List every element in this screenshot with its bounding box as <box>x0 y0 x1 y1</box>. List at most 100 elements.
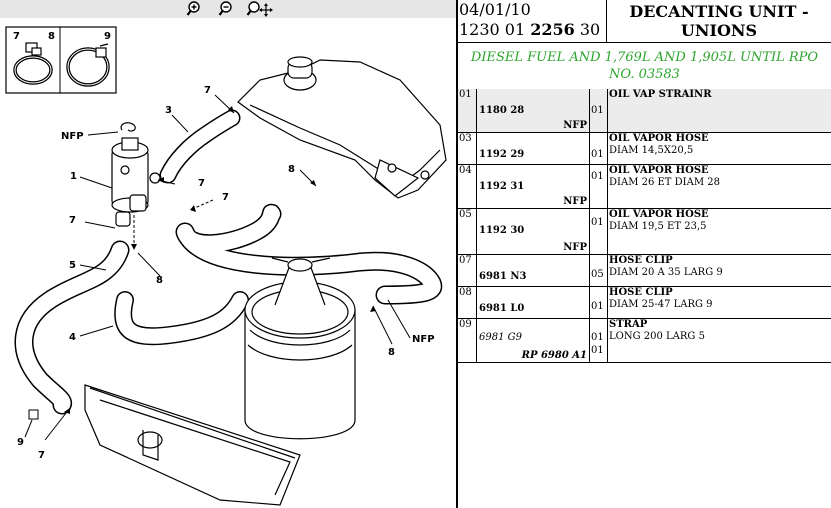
callout-7-decanter: 7 <box>198 178 205 189</box>
zoom-in-button[interactable] <box>186 0 204 18</box>
part-qty-cell: 01 <box>590 209 608 254</box>
zoom-in-icon <box>186 1 200 16</box>
part-index: 01 <box>458 89 477 132</box>
part-qty: 01 <box>591 332 604 343</box>
part-ref-cell: 6981 L0 <box>478 287 590 318</box>
part-reference: 1180 28 <box>479 105 525 116</box>
callout-7-sump: 7 <box>38 450 45 461</box>
part-row-05[interactable]: 05 1192 30 NFP 01 OIL VAPOR HOSE DIAM 19… <box>458 209 831 255</box>
callout-3: 3 <box>165 105 172 116</box>
part-qty: 01 <box>591 105 604 116</box>
zoom-toolbar <box>0 0 456 18</box>
nfp-flag: NFP <box>563 196 587 207</box>
part-ref-cell: 6981 G9 RP 6980 A1 <box>478 319 590 362</box>
part-row-09[interactable]: 09 6981 G9 RP 6980 A1 01 01 STRAP LONG 2… <box>458 319 831 363</box>
part-name: HOSE CLIP <box>609 287 673 298</box>
callout-8-mid: 8 <box>156 275 163 286</box>
zoom-out-icon <box>218 1 232 16</box>
part-ref-cell: 1192 31 NFP <box>478 165 590 208</box>
part-qty: 01 <box>591 301 604 312</box>
callout-nfp-decanter: NFP <box>61 131 84 142</box>
legend-label-9: 9 <box>104 31 111 42</box>
applicability-subtitle: DIESEL FUEL AND 1,769L AND 1,905L UNTIL … <box>458 43 831 90</box>
clip-symbol <box>120 122 136 132</box>
part-spec: DIAM 25-47 LARG 9 <box>609 299 713 310</box>
callout-7-top: 7 <box>204 85 211 96</box>
ref-bold: 2256 <box>530 20 575 39</box>
hose-clip-icon <box>13 42 53 85</box>
part-qty-cell: 05 <box>590 255 608 286</box>
part-ref-cell: 1180 28 NFP <box>478 89 590 132</box>
part-reference: 1192 30 <box>479 225 525 236</box>
callout-nfp-filter: NFP <box>412 334 435 345</box>
ref-suffix: 30 <box>574 20 601 39</box>
part-row-07[interactable]: 07 6981 N3 05 HOSE CLIP DIAM 20 A 35 LAR… <box>458 255 831 287</box>
part-spec: LONG 200 LARG 5 <box>609 331 705 342</box>
part-name: OIL VAPOR HOSE <box>609 165 709 176</box>
part-desc-cell: OIL VAPOR HOSE DIAM 19,5 ET 23,5 <box>609 209 831 254</box>
part-desc-cell: OIL VAPOR HOSE DIAM 26 ET DIAM 28 <box>609 165 831 208</box>
part-qty-cell: 01 <box>590 165 608 208</box>
replacement-qty: 01 <box>591 345 604 356</box>
nfp-flag: NFP <box>563 120 587 131</box>
legend-label-7: 7 <box>13 31 20 42</box>
callout-5: 5 <box>69 260 76 271</box>
parts-list-panel: 04/01/10 1230 01 2256 30 DECANTING UNIT … <box>458 0 831 508</box>
oil-sump <box>84 384 301 506</box>
callout-8-top: 8 <box>288 164 295 175</box>
part-name: OIL VAPOR HOSE <box>609 133 709 144</box>
callout-7-hose: 7 <box>222 192 229 203</box>
exploded-parts-diagram: 7 8 9 <box>5 26 447 506</box>
part-index: 09 <box>458 319 477 362</box>
clip-legend-box: 7 8 9 <box>5 26 117 94</box>
part-desc-cell: STRAP LONG 200 LARG 5 <box>609 319 831 362</box>
zoom-pan-button[interactable] <box>246 0 274 18</box>
strap-icon <box>66 43 110 87</box>
part-spec: DIAM 19,5 ET 23,5 <box>609 221 707 232</box>
part-desc-cell: OIL VAPOR HOSE DIAM 14,5X20,5 <box>609 133 831 164</box>
panel-divider <box>456 0 458 508</box>
part-index: 05 <box>458 209 477 254</box>
part-index: 03 <box>458 133 477 164</box>
part-row-01[interactable]: 01 1180 28 NFP 01 OIL VAP STRAINR <box>458 89 831 133</box>
part-row-04[interactable]: 04 1192 31 NFP 01 OIL VAPOR HOSE DIAM 26… <box>458 165 831 209</box>
parts-header: 04/01/10 1230 01 2256 30 DECANTING UNIT … <box>458 0 831 43</box>
part-reference: 1192 29 <box>479 149 525 160</box>
callout-8-right: 8 <box>388 347 395 358</box>
part-reference: 6981 N3 <box>479 271 527 282</box>
part-index: 04 <box>458 165 477 208</box>
part-qty: 01 <box>591 217 604 228</box>
part-name: OIL VAPOR HOSE <box>609 209 709 220</box>
part-spec: DIAM 26 ET DIAM 28 <box>609 177 720 188</box>
part-spec: DIAM 14,5X20,5 <box>609 145 694 156</box>
zoom-out-button[interactable] <box>218 0 236 18</box>
part-row-03[interactable]: 03 1192 29 01 OIL VAPOR HOSE DIAM 14,5X2… <box>458 133 831 165</box>
callout-9: 9 <box>17 437 24 448</box>
callout-7-lower: 7 <box>69 215 76 226</box>
part-name: STRAP <box>609 319 648 330</box>
part-qty-cell: 01 <box>590 89 608 132</box>
callout-1: 1 <box>70 171 77 182</box>
zoom-pan-icon <box>246 1 273 17</box>
hose-long <box>175 203 442 305</box>
strap-marker <box>28 409 39 420</box>
part-qty: 01 <box>591 149 604 160</box>
part-desc-cell: HOSE CLIP DIAM 20 A 35 LARG 9 <box>609 255 831 286</box>
part-ref-cell: 1192 30 NFP <box>478 209 590 254</box>
air-filter-housing <box>244 257 356 440</box>
part-index: 07 <box>458 255 477 286</box>
part-index: 08 <box>458 287 477 318</box>
part-ref-cell: 1192 29 <box>478 133 590 164</box>
header-meta: 04/01/10 1230 01 2256 30 <box>458 0 607 42</box>
part-ref-cell: 6981 N3 <box>478 255 590 286</box>
diagram-panel: 7 8 9 <box>0 0 456 506</box>
part-reference: 6981 G9 <box>479 332 522 343</box>
part-reference: 1192 31 <box>479 181 525 192</box>
page-title: DECANTING UNIT - UNIONS <box>629 2 809 40</box>
part-name: OIL VAP STRAINR <box>609 89 712 100</box>
part-row-08[interactable]: 08 6981 L0 01 HOSE CLIP DIAM 25-47 LARG … <box>458 287 831 319</box>
nfp-flag: NFP <box>563 242 587 253</box>
header-reference: 1230 01 2256 30 <box>459 20 600 40</box>
decanter-unit <box>111 137 161 227</box>
part-qty-cell: 01 <box>590 287 608 318</box>
